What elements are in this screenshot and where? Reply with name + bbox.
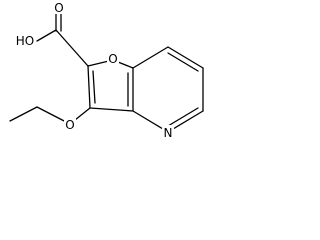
bond-c7-c6 <box>167 46 204 69</box>
ether-oxygen-label: O <box>65 118 74 132</box>
bond-c7a-c7 <box>132 46 169 69</box>
chemical-structure: HO O O O N <box>9 0 204 140</box>
ring-oxygen-label: O <box>108 52 117 66</box>
carbonyl-oxygen-label: O <box>54 1 63 15</box>
bond-c2-c3-inner <box>92 70 96 104</box>
hydroxyl-label: HO <box>16 34 34 48</box>
ring-nitrogen-label: N <box>164 126 173 140</box>
bond-c7-c6-inner <box>167 52 199 72</box>
bond-c-oh <box>36 29 57 42</box>
bond-c5-n4-inner <box>167 107 199 127</box>
bond-ch2-ch3 <box>9 106 38 122</box>
bond-c3-c3a <box>89 107 134 112</box>
bond-c2-c3 <box>87 65 91 109</box>
bond-c2-carboxyl <box>55 29 89 67</box>
